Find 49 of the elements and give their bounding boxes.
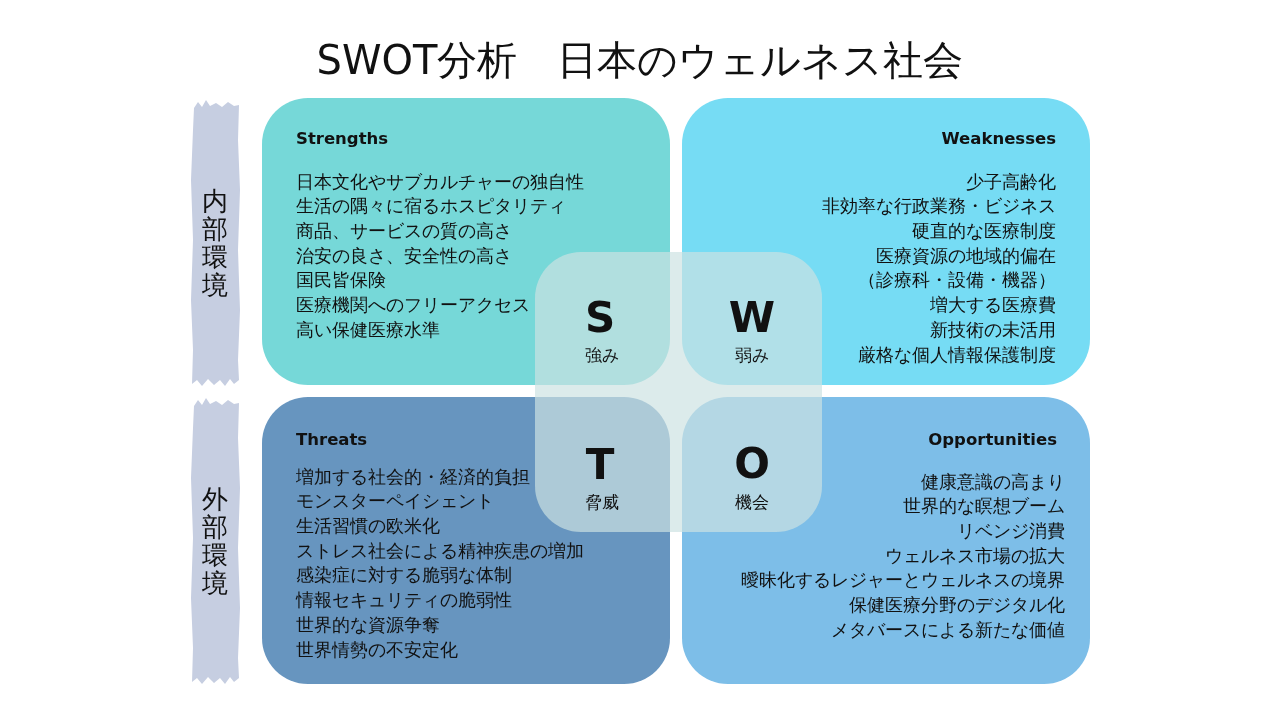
quadrant-label: 弱み — [735, 345, 769, 365]
list-item: 健康意識の高まり — [921, 470, 1065, 494]
quadrant-letter: O — [734, 442, 770, 486]
list-item: 国民皆保険 — [296, 269, 386, 293]
list-item: 感染症に対する脆弱な体制 — [296, 564, 512, 588]
list-item: 増大する医療費 — [930, 294, 1056, 318]
list-item: 世界的な資源争奪 — [296, 613, 440, 637]
panel-heading: Strengths — [296, 129, 389, 149]
side-label: 内部環境 — [202, 187, 228, 299]
list-item: 医療資源の地域的偏在（診療科・設備・機器） — [857, 244, 1056, 293]
list-item: 厳格な個人情報保護制度 — [858, 343, 1056, 367]
list-item: 曖昧化するレジャーとウェルネスの境界 — [741, 569, 1065, 593]
list-item: ウェルネス市場の拡大 — [885, 544, 1065, 568]
list-item: 硬直的な医療制度 — [912, 220, 1056, 244]
list-item: 世界的な瞑想ブーム — [903, 495, 1065, 519]
overlay-panel — [535, 252, 822, 532]
rounded-panel — [682, 98, 1090, 385]
panel-heading: Threats — [296, 430, 368, 450]
list-item: 非効率な行政業務・ビジネス — [822, 195, 1056, 219]
list-item: 保健医療分野のデジタル化 — [849, 594, 1065, 618]
list-item: 商品、サービスの質の高さ — [296, 220, 512, 244]
rounded-panel — [262, 98, 670, 385]
list-item: 高い保健医療水準 — [296, 318, 440, 342]
list-item: 新技術の未活用 — [930, 318, 1056, 342]
list-item: 世界情勢の不安定化 — [296, 638, 458, 662]
list-item: ストレス社会による精神疾患の増加 — [296, 539, 584, 563]
list-item: 増加する社会的・経済的負担 — [296, 465, 530, 489]
list-item: モンスターペイシェント — [296, 490, 494, 514]
panel-heading: Opportunities — [928, 430, 1057, 450]
list-item: 治安の良さ、安全性の高さ — [296, 244, 512, 268]
list-item: 生活習慣の欧米化 — [296, 515, 440, 539]
list-item: 日本文化やサブカルチャーの独自性 — [296, 170, 584, 194]
side-label: 外部環境 — [202, 485, 228, 597]
list-item: 生活の隅々に宿るホスピタリティ — [296, 195, 566, 219]
quadrant-letter: W — [728, 296, 776, 340]
list-item: リベンジ消費 — [957, 520, 1065, 544]
quadrant-letter: T — [585, 443, 615, 487]
quadrant-letter: S — [584, 296, 616, 340]
rounded-panel — [262, 397, 670, 684]
list-item: 医療機関へのフリーアクセス — [296, 294, 530, 318]
rounded-panel — [682, 397, 1090, 684]
quadrant-label: 機会 — [735, 492, 769, 512]
list-item: 情報セキュリティの脆弱性 — [296, 589, 512, 613]
panel-heading: Weaknesses — [941, 129, 1056, 149]
quadrant-label: 脅威 — [585, 492, 619, 512]
title: SWOT分析 日本のウェルネス社会 — [316, 36, 964, 84]
list-item: メタバースによる新たな価値 — [831, 618, 1065, 642]
list-item: 少子高齢化 — [966, 170, 1056, 194]
quadrant-label: 強み — [585, 345, 619, 365]
